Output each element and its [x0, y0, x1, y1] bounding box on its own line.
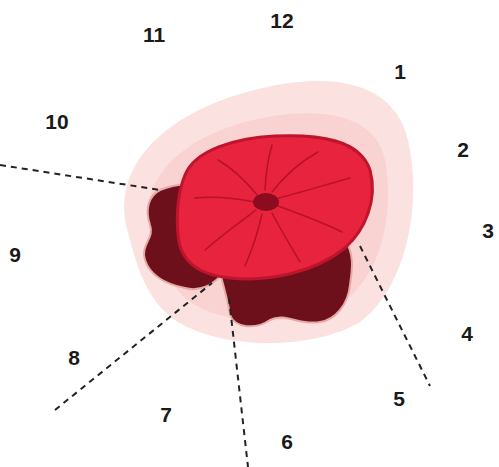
- clock-position: 4: [461, 323, 473, 344]
- clock-position: 7: [160, 404, 172, 425]
- clock-position: 9: [9, 244, 21, 265]
- peristomal-skin: [124, 81, 413, 343]
- stoma-folds: [195, 145, 350, 266]
- stoma: [177, 136, 372, 279]
- clock-position: 11: [143, 24, 165, 45]
- stoma-opening: [253, 193, 279, 211]
- clock-position: 12: [270, 10, 293, 31]
- clock-position: 10: [45, 111, 68, 132]
- clock-position: 8: [68, 347, 80, 368]
- clock-position: 6: [281, 431, 293, 452]
- clock-position: 1: [394, 61, 406, 82]
- clock-position: 2: [457, 139, 469, 160]
- clock-position: 3: [482, 220, 494, 241]
- clock-position: 5: [393, 388, 405, 409]
- dashed-division-lines: [0, 165, 430, 467]
